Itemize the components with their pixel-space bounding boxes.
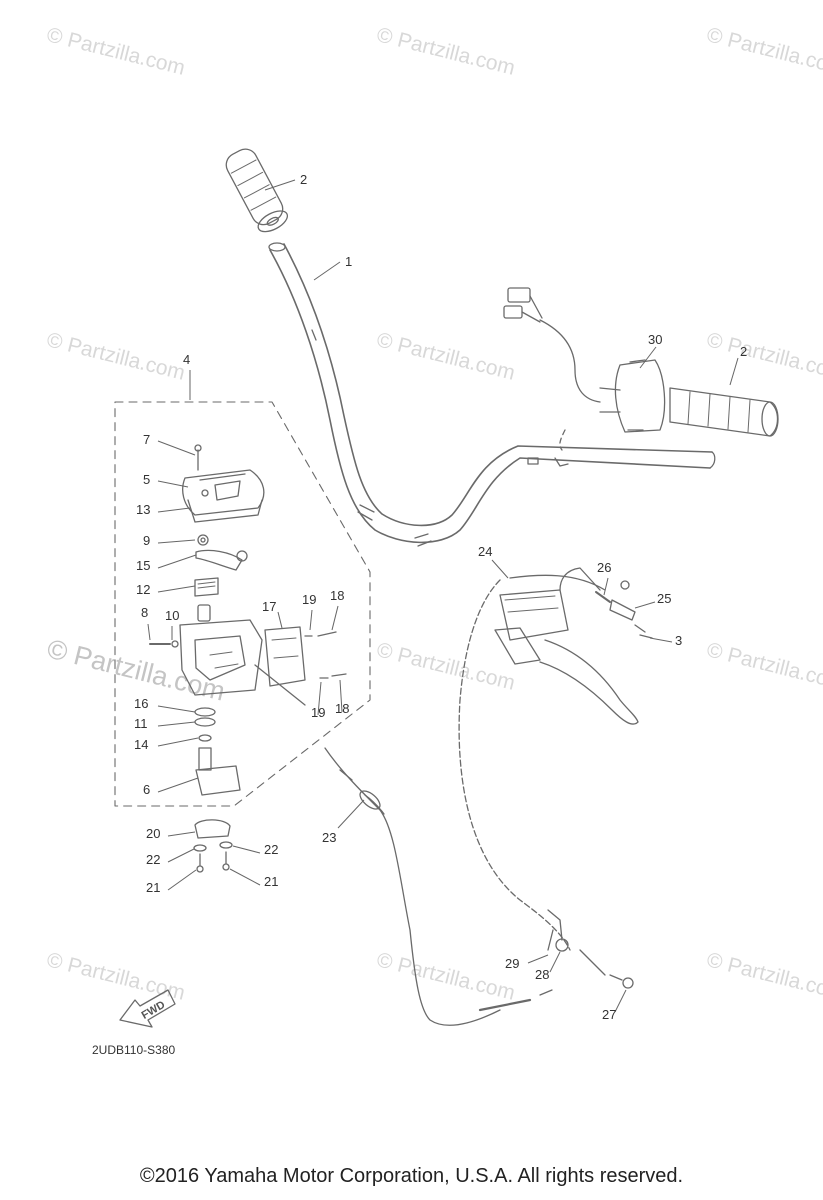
- part-callout-22: 22: [146, 852, 161, 867]
- part-callout-11: 11: [134, 716, 148, 731]
- part-callout-2: 2: [740, 344, 748, 359]
- part-callout-16: 16: [134, 696, 149, 711]
- part-callout-12: 12: [136, 582, 151, 597]
- part-callout-25: 25: [657, 591, 672, 606]
- part-callout-7: 7: [143, 432, 151, 447]
- part-callout-27: 27: [602, 1007, 617, 1022]
- left-grip: [225, 148, 289, 233]
- part-callout-6: 6: [143, 782, 151, 797]
- diagram-code: 2UDB110-S380: [92, 1043, 176, 1057]
- copyright-footer: ©2016 Yamaha Motor Corporation, U.S.A. A…: [139, 1165, 684, 1187]
- right-grip-assembly: [503, 287, 779, 451]
- part-callout-28: 28: [535, 967, 550, 982]
- switch-housing-parts: [149, 444, 347, 873]
- brake-lever-assembly: [458, 567, 653, 951]
- part-callout-23: 23: [322, 830, 337, 845]
- part-callout-18: 18: [330, 588, 345, 603]
- fwd-label: FWD: [140, 999, 168, 1022]
- part-callout-26: 26: [597, 560, 612, 575]
- part-callout-21: 21: [264, 874, 279, 889]
- part-callout-3: 3: [675, 633, 683, 648]
- part-callout-24: 24: [478, 544, 493, 559]
- switch-assembly-outline: [114, 401, 371, 807]
- part-callout-22: 22: [264, 842, 279, 857]
- part-callout-5: 5: [143, 472, 151, 487]
- part-callout-15: 15: [136, 558, 151, 573]
- part-callout-19: 19: [311, 705, 326, 720]
- part-callout-4: 4: [183, 352, 191, 367]
- part-callout-17: 17: [262, 599, 277, 614]
- part-callout-20: 20: [146, 826, 161, 841]
- part-callout-30: 30: [648, 332, 663, 347]
- part-callout-9: 9: [143, 533, 151, 548]
- control-cable: [324, 747, 634, 1026]
- part-callout-8: 8: [141, 605, 149, 620]
- part-callout-18: 18: [335, 701, 350, 716]
- handlebar: [268, 242, 716, 547]
- part-callout-21: 21: [146, 880, 161, 895]
- part-callout-29: 29: [505, 956, 520, 971]
- part-callout-1: 1: [345, 254, 353, 269]
- part-callout-14: 14: [134, 737, 149, 752]
- part-callout-13: 13: [136, 502, 151, 517]
- part-callout-2: 2: [300, 172, 308, 187]
- part-callout-10: 10: [165, 608, 180, 623]
- fwd-arrow: [119, 989, 176, 1028]
- part-callout-19: 19: [302, 592, 317, 607]
